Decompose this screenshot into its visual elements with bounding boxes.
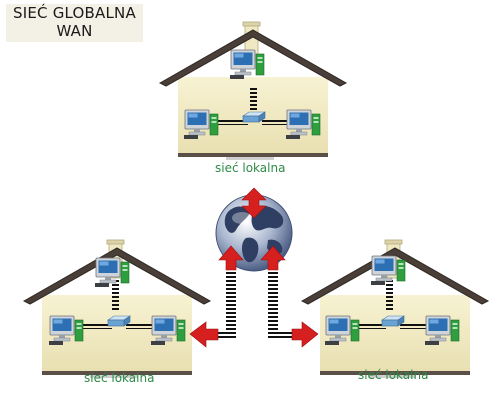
network-switch-icon — [107, 315, 131, 327]
house-right — [301, 239, 489, 379]
label-top-lan: sieć lokalna — [215, 161, 286, 175]
title-line-1: SIEĆ GLOBALNA — [13, 4, 136, 22]
house-left-inner — [48, 257, 186, 346]
wan-cables — [204, 268, 302, 340]
computer-icon — [48, 315, 84, 346]
computer-icon — [285, 109, 321, 140]
title-line-2: WAN — [56, 22, 93, 40]
computer-icon — [150, 315, 186, 346]
diagram-title: SIEĆ GLOBALNA WAN — [6, 4, 143, 42]
network-switch-icon — [242, 111, 266, 123]
computer-icon — [424, 315, 460, 346]
top-lan-cables — [218, 86, 290, 125]
computer-icon — [183, 109, 219, 140]
house-top — [159, 21, 347, 161]
computer-icon — [229, 49, 265, 80]
label-left-lan: sieć lokalna — [84, 371, 155, 385]
arrow-icon — [189, 187, 319, 348]
computer-icon — [324, 315, 360, 346]
network-switch-icon — [381, 315, 405, 327]
computer-icon — [94, 257, 130, 288]
label-right-lan: sieć lokalna — [358, 368, 429, 382]
computer-icon — [370, 255, 406, 286]
